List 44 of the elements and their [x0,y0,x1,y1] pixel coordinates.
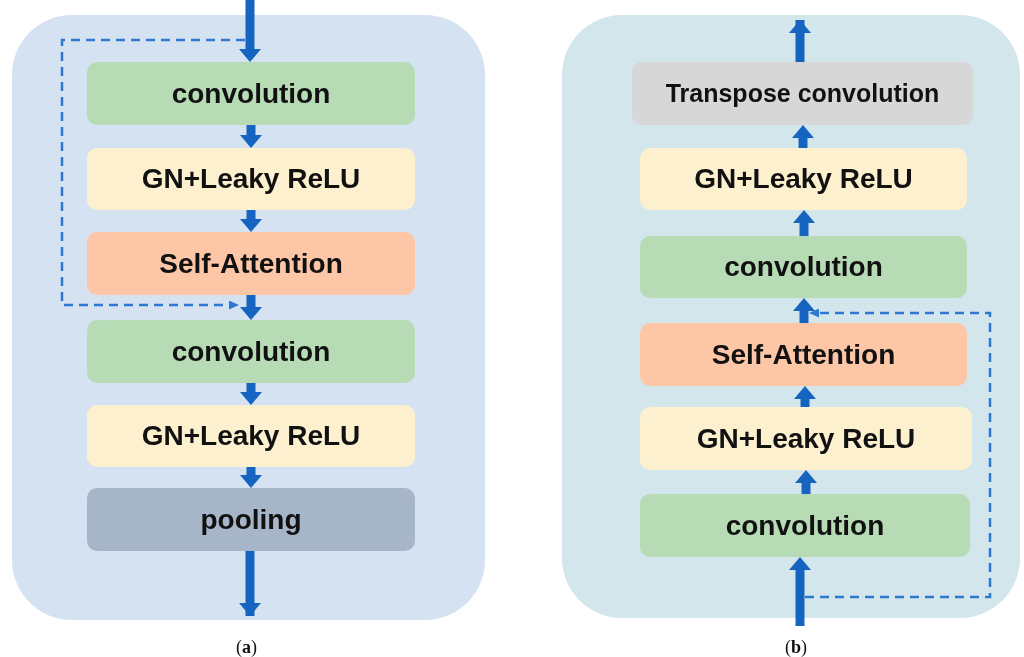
panel-background [562,15,1020,618]
skip-connection-arrow [60,38,245,310]
layer-label: convolution [171,335,331,368]
arrow [789,557,811,626]
layer-label: convolution [171,77,331,110]
layer-box [632,62,973,125]
panel-background [12,15,485,620]
layer-label: GN+Leaky ReLU [694,163,913,195]
arrow [794,386,816,407]
arrow [793,210,815,236]
layer-box [640,407,972,470]
arrow [239,0,261,62]
layer-label: GN+Leaky ReLU [696,422,916,455]
layer-box [640,148,967,210]
arrow [240,295,262,320]
layer-box [87,62,415,125]
layer-box [640,494,970,557]
layer-label: pooling [200,503,302,536]
panel-caption: (a) [236,637,257,657]
arrow [789,20,811,62]
layer-box [87,148,415,210]
layer-label: GN+Leaky ReLU [141,163,361,195]
layer-label: Self-Attention [159,247,343,280]
arrow [240,467,262,488]
skip-connection-arrow [805,308,992,599]
layer-box [640,236,967,298]
layer-box [87,320,415,383]
arrow [792,125,814,148]
arrow [239,551,261,616]
layer-label: Transpose convolution [665,79,940,108]
layer-label: convolution [724,251,883,283]
layer-box [640,323,967,386]
arrow [795,470,817,494]
layer-label: Self-Attention [711,338,896,371]
layer-box [87,405,415,467]
arrow [240,125,262,148]
panel-caption: (b) [785,637,807,657]
layer-label: GN+Leaky ReLU [141,420,361,452]
layer-box [87,488,415,551]
layer-label: convolution [725,509,885,542]
arrow [240,383,262,405]
arrow [793,298,815,323]
arrow [240,210,262,232]
layer-box [87,232,415,295]
